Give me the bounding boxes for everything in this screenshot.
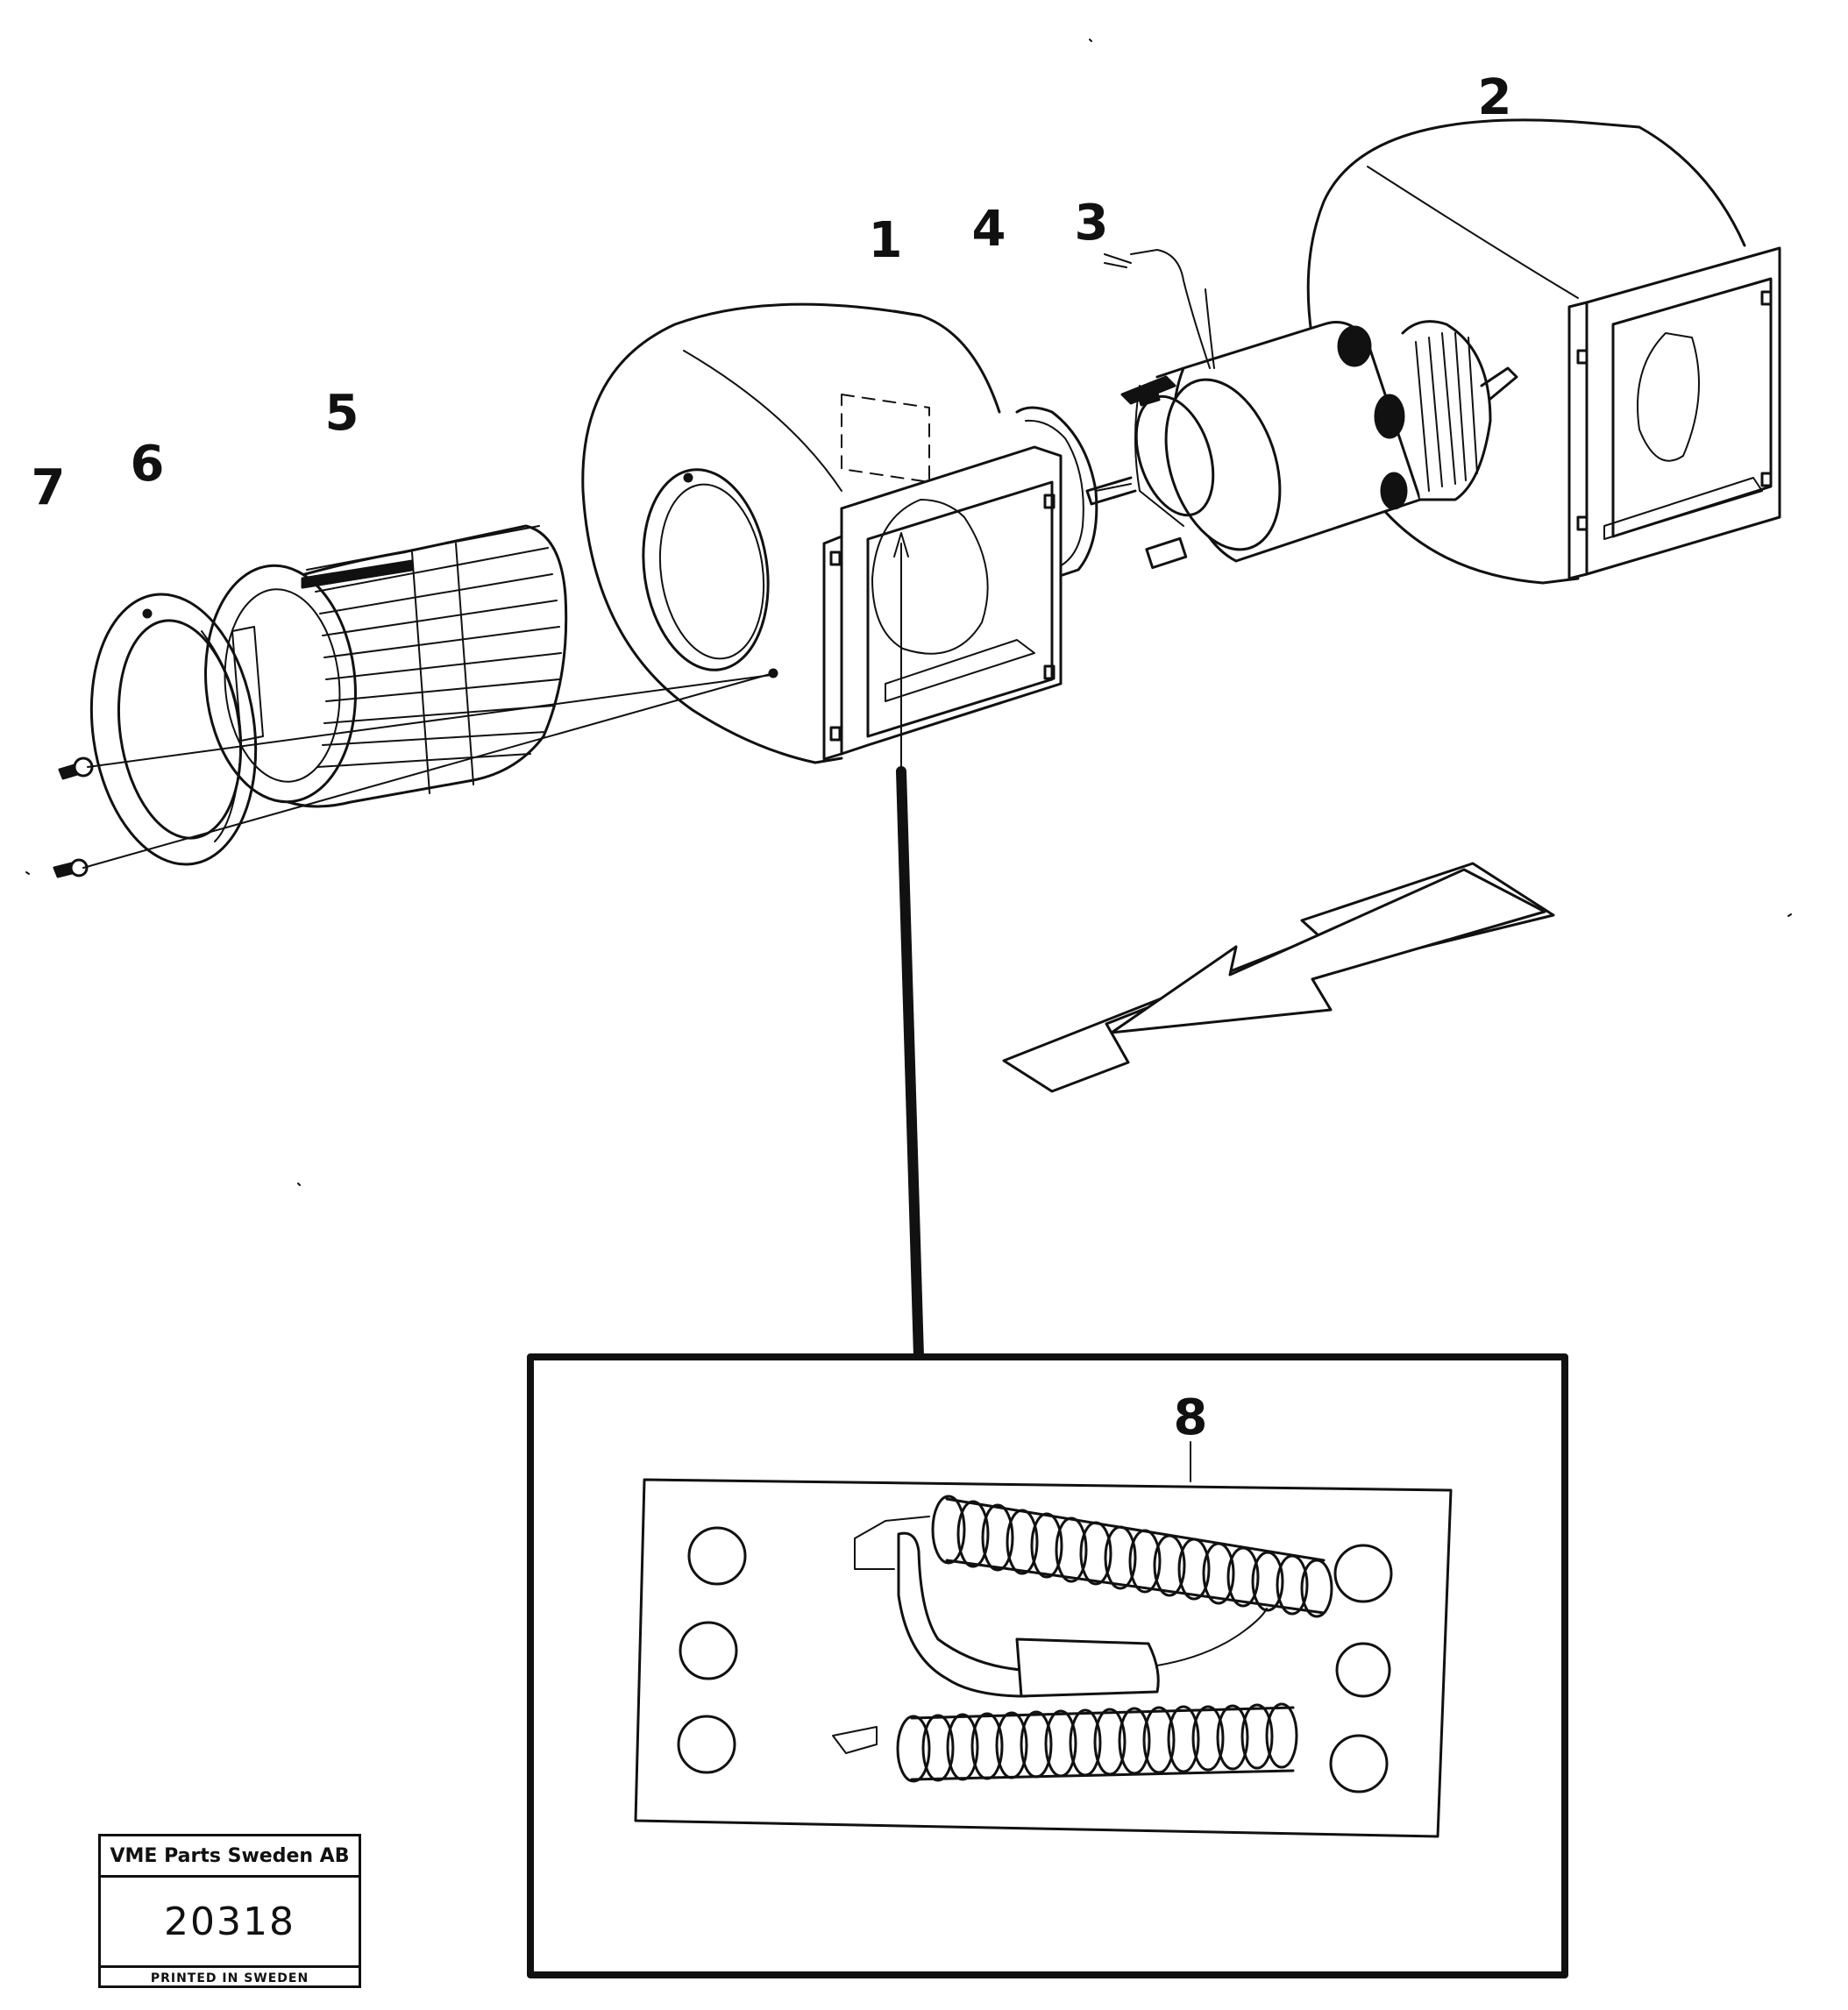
- thermostat: [897, 1531, 1027, 1698]
- blower-housing-front: [581, 302, 1063, 772]
- stamp-printed: PRINTED IN SWEDEN: [150, 1971, 309, 1985]
- stamp-company: VME Parts Sweden AB: [101, 1836, 359, 1878]
- callout-1: 1: [868, 212, 903, 269]
- fan-wheel: [204, 524, 568, 808]
- callout-6: 6: [130, 436, 165, 493]
- detail-leader: [896, 766, 924, 1362]
- heater-coil-lower: [896, 1702, 1298, 1783]
- scan-specks: [25, 39, 1792, 1186]
- stamp-number: 20318: [101, 1878, 359, 1968]
- callout-5: 5: [324, 385, 359, 442]
- blower-housing-rear: [1306, 118, 1781, 585]
- callout-7: 7: [31, 459, 66, 516]
- gasket-ring: [1015, 406, 1098, 580]
- inlet-ring: [89, 593, 258, 866]
- detail-box: [527, 1353, 1568, 1978]
- callout-3: 3: [1074, 195, 1109, 252]
- callout-2: 2: [1477, 69, 1512, 126]
- direction-arrow-shape: [1110, 868, 1546, 1034]
- screws: [53, 756, 94, 878]
- alignment-lines: [82, 483, 1132, 869]
- blower-motor: [1085, 249, 1518, 570]
- heater-coil-upper: [931, 1495, 1333, 1618]
- publisher-stamp: VME Parts Sweden AB 20318 PRINTED IN SWE…: [98, 1834, 361, 1988]
- callout-8: 8: [1173, 1389, 1208, 1446]
- callout-4: 4: [971, 201, 1006, 258]
